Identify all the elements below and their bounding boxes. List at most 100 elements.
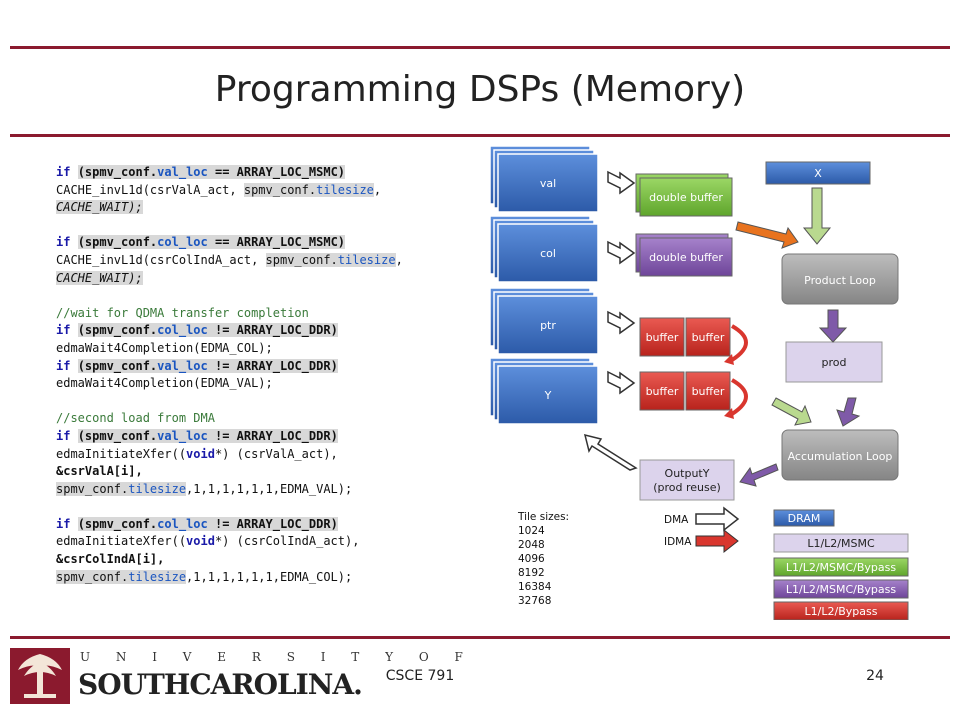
- prod-box: prod: [785, 341, 883, 383]
- svg-text:L1/L2/Bypass: L1/L2/Bypass: [805, 605, 878, 618]
- code-line: edmaWait4Completion(EDMA_VAL);: [56, 376, 273, 391]
- code-line: if (spmv_conf.col_loc == ARRAY_LOC_MSMC): [56, 235, 346, 250]
- tile-size-item: 4096: [518, 553, 545, 565]
- double-buffer-green: double buffer: [635, 173, 733, 217]
- buffer-pair-1: buffer buffer: [639, 317, 731, 357]
- top-rule: [10, 46, 950, 49]
- x-box: X: [765, 161, 871, 185]
- title-rule: [10, 134, 950, 137]
- tile-sizes-title: Tile sizes:: [517, 511, 569, 523]
- code-line: edmaInitiateXfer((void*) (csrValA_act),: [56, 446, 338, 461]
- input-val-stack: val: [489, 145, 599, 213]
- svg-text:L1/L2/MSMC/Bypass: L1/L2/MSMC/Bypass: [786, 561, 897, 574]
- code-line: [56, 217, 456, 235]
- idma-curve-heads: [724, 354, 734, 419]
- legend-dma-arrow: [695, 506, 740, 532]
- code-line: CACHE_invL1d(csrValA_act, spmv_conf.tile…: [56, 182, 382, 197]
- svg-text:DRAM: DRAM: [788, 512, 821, 525]
- x-label: X: [814, 167, 822, 180]
- tile-size-item: 8192: [518, 567, 545, 579]
- university-line1: U N I V E R S I T Y O F: [80, 650, 474, 664]
- arrow-product-to-prod: [818, 309, 848, 343]
- product-loop-label: Product Loop: [804, 274, 876, 287]
- code-block: if (spmv_conf.val_loc == ARRAY_LOC_MSMC)…: [56, 164, 456, 586]
- code-line: CACHE_WAIT);: [56, 270, 143, 285]
- arrow-buffer-to-accum: [771, 397, 812, 426]
- idma-curved-arrows: [730, 324, 748, 416]
- course-code: CSCE 791: [385, 668, 455, 684]
- output-y-line2: (prod reuse): [653, 481, 721, 494]
- page-number: 24: [866, 668, 884, 684]
- output-y-line1: OutputY: [665, 467, 710, 480]
- legend-dram: DRAM: [773, 509, 835, 527]
- code-line: if (spmv_conf.val_loc != ARRAY_LOC_DDR): [56, 428, 338, 443]
- buffer-label: buffer: [692, 385, 725, 398]
- code-line: edmaWait4Completion(EDMA_COL);: [56, 340, 273, 355]
- svg-text:L1/L2/MSMC/Bypass: L1/L2/MSMC/Bypass: [786, 583, 897, 596]
- dma-arrow-val: [607, 170, 636, 195]
- legend-msmc: L1/L2/MSMC: [773, 533, 909, 553]
- code-line: CACHE_WAIT);: [56, 200, 143, 215]
- idma-curve-1: [730, 324, 748, 362]
- memory-diagram: val col ptr Y double buffer double buffe…: [489, 145, 909, 620]
- footer-rule: [10, 636, 950, 639]
- output-y-box: OutputY (prod reuse): [639, 459, 735, 501]
- code-line: spmv_conf.tilesize,1,1,1,1,1,1,EDMA_COL)…: [56, 569, 353, 584]
- input-label-ptr: ptr: [540, 319, 556, 332]
- university-logo-icon: [10, 648, 70, 704]
- legend-msmc-bypass-purple: L1/L2/MSMC/Bypass: [773, 579, 909, 599]
- accumulation-loop-label: Accumulation Loop: [788, 450, 893, 463]
- input-label-val: val: [540, 177, 556, 190]
- code-line: //second load from DMA: [56, 411, 215, 426]
- accumulation-loop-box: Accumulation Loop: [781, 429, 899, 481]
- buffer-label: buffer: [646, 385, 679, 398]
- input-label-y: Y: [544, 389, 552, 402]
- tile-size-item: 2048: [518, 539, 545, 551]
- code-line: edmaInitiateXfer((void*) (csrColIndA_act…: [56, 534, 360, 549]
- code-line: if (spmv_conf.col_loc != ARRAY_LOC_DDR): [56, 516, 338, 531]
- prod-label: prod: [822, 356, 847, 369]
- dma-arrow-col: [607, 240, 636, 265]
- legend-msmc-bypass-green: L1/L2/MSMC/Bypass: [773, 557, 909, 577]
- legend-idma-arrow: [695, 528, 739, 554]
- code-line: spmv_conf.tilesize,1,1,1,1,1,1,EDMA_VAL)…: [56, 481, 353, 496]
- buffer-label: buffer: [692, 331, 725, 344]
- arrow-accum-to-output: [739, 463, 779, 487]
- code-line: if (spmv_conf.val_loc != ARRAY_LOC_DDR): [56, 358, 338, 373]
- double-buffer-purple: double buffer: [635, 233, 733, 277]
- dma-arrow-ptr: [607, 310, 636, 335]
- code-line: CACHE_invL1d(csrColIndA_act, spmv_conf.t…: [56, 252, 403, 267]
- legend-bypass: L1/L2/Bypass: [773, 601, 909, 620]
- input-label-col: col: [540, 247, 556, 260]
- buffer-label: buffer: [646, 331, 679, 344]
- product-loop-box: Product Loop: [781, 253, 899, 305]
- idma-curve-2: [730, 378, 748, 416]
- tile-size-item: 32768: [518, 595, 551, 607]
- code-line: [56, 498, 456, 516]
- tile-size-item: 1024: [518, 525, 545, 537]
- input-col-stack: col: [489, 215, 599, 283]
- code-line: [56, 393, 456, 411]
- legend-dma-label: DMA: [664, 514, 689, 526]
- tile-size-item: 16384: [518, 581, 552, 593]
- double-buffer-green-label: double buffer: [649, 191, 723, 204]
- code-line: //wait for QDMA transfer completion: [56, 305, 309, 320]
- legend-idma-label: IDMA: [664, 536, 692, 548]
- code-line: &csrValA[i],: [56, 464, 143, 479]
- arrow-prod-to-accum: [836, 397, 861, 427]
- buffer-pair-2: buffer buffer: [639, 371, 731, 411]
- code-line: if (spmv_conf.col_loc != ARRAY_LOC_DDR): [56, 323, 338, 338]
- svg-text:L1/L2/MSMC: L1/L2/MSMC: [807, 537, 875, 550]
- code-line: if (spmv_conf.val_loc == ARRAY_LOC_MSMC): [56, 165, 346, 179]
- dma-arrows: [607, 170, 636, 395]
- input-y-stack: Y: [489, 357, 599, 425]
- slide-title: Programming DSPs (Memory): [214, 69, 746, 110]
- dma-arrow-y: [607, 370, 636, 395]
- input-ptr-stack: ptr: [489, 287, 599, 355]
- code-line: &csrColIndA[i],: [56, 552, 165, 567]
- university-name: SOUTHCAROLINA.: [78, 668, 363, 701]
- arrow-buffer-to-product: [735, 221, 799, 249]
- code-line: [56, 287, 456, 305]
- flow-arrows: [583, 187, 861, 487]
- double-buffer-purple-label: double buffer: [649, 251, 723, 264]
